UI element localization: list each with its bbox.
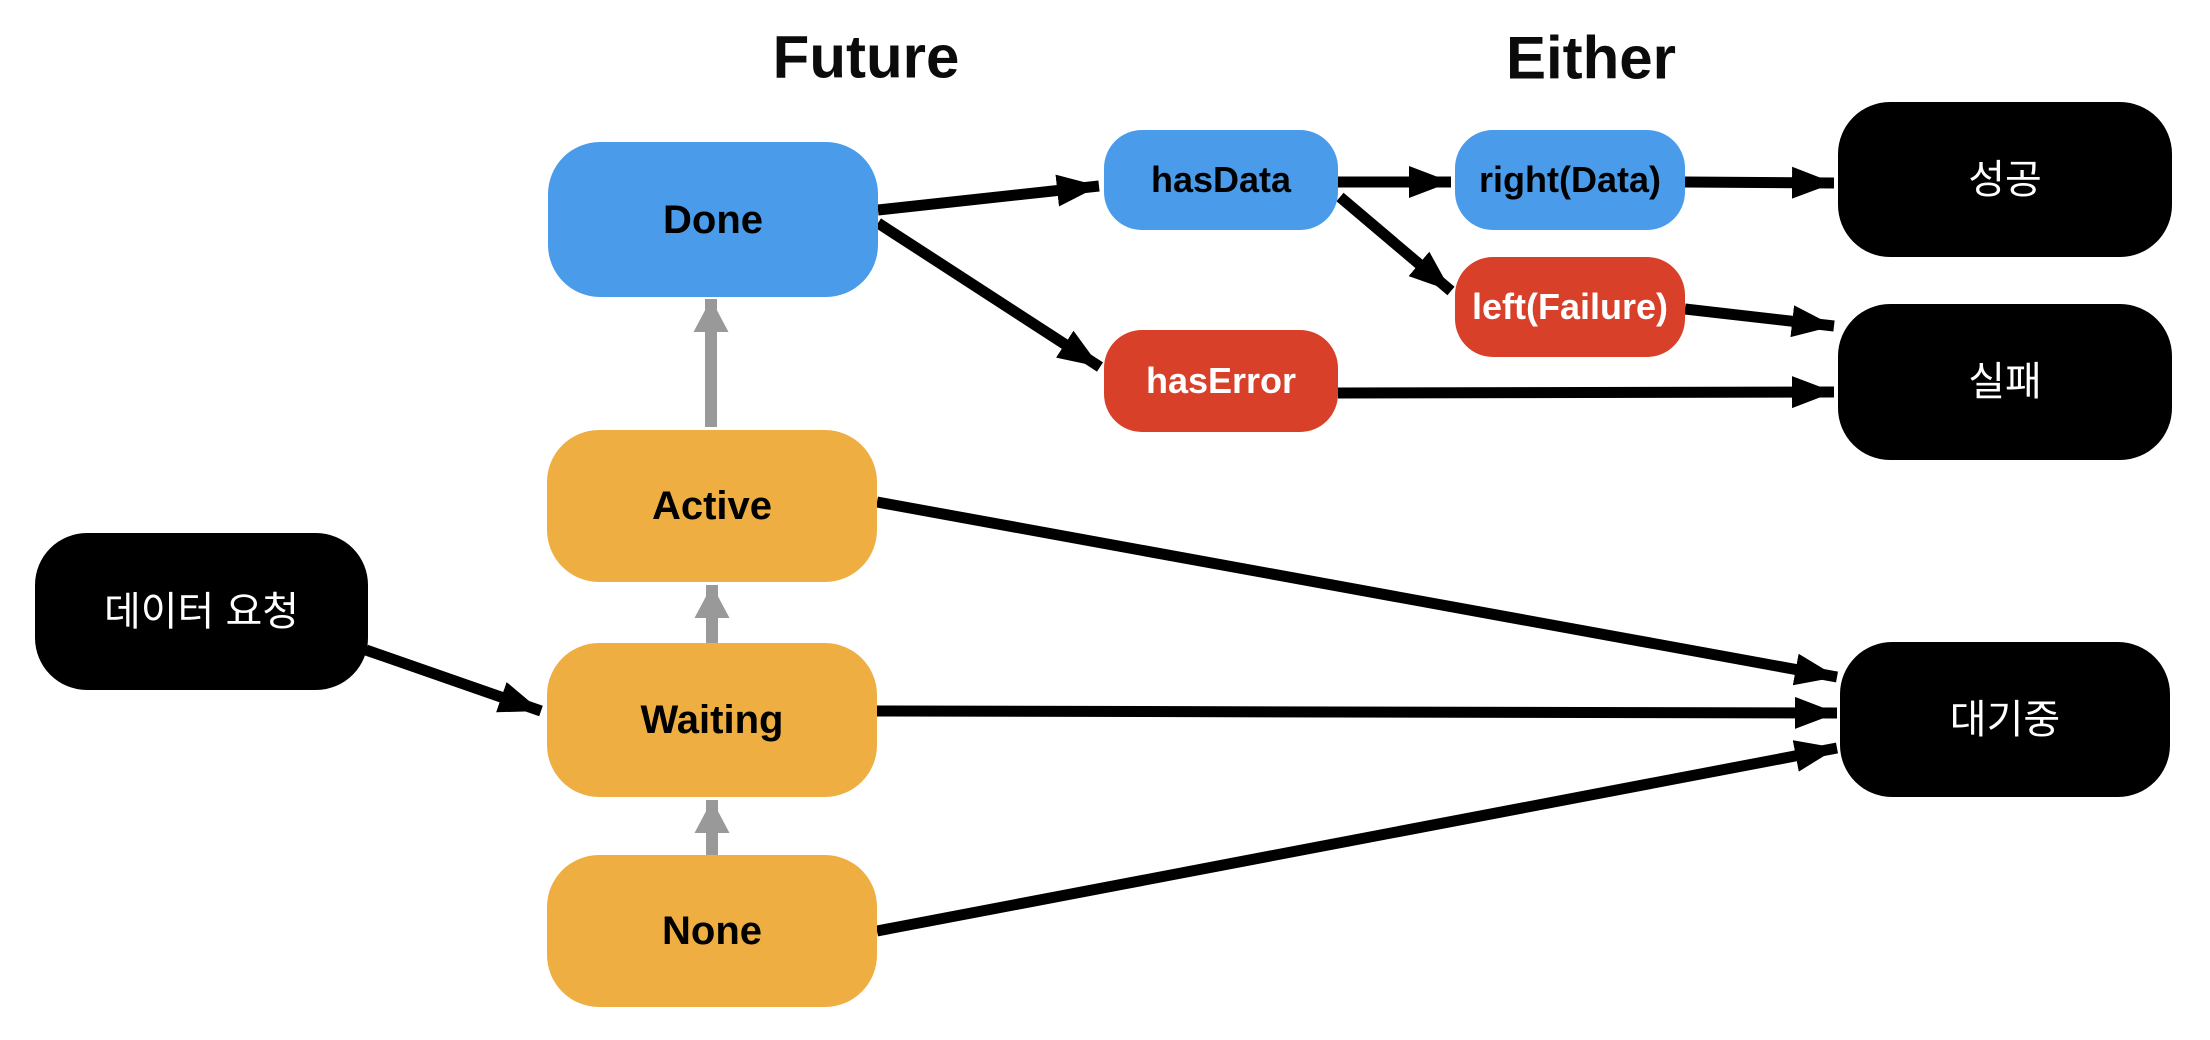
node-leftfailure: left(Failure) [1455, 257, 1685, 357]
node-active-label: Active [651, 484, 773, 528]
node-waiting-label: Waiting [640, 698, 784, 742]
node-data-request: 데이터 요청 [35, 533, 368, 690]
node-pending-label: 대기중 [1949, 697, 2061, 742]
arrow-haserror-to-failure [1337, 376, 1835, 409]
node-rightdata-label: right(Data) [1479, 159, 1661, 201]
arrow-none-to-pending [875, 740, 1839, 937]
arrow-hasdata-to-leftfailure [1336, 192, 1455, 296]
node-hasdata-label: hasData [1150, 159, 1292, 201]
node-leftfailure-label: left(Failure) [1471, 286, 1668, 328]
node-none-label: None [662, 909, 762, 953]
node-pending: 대기중 [1840, 642, 2170, 797]
node-failure-label: 실패 [1968, 360, 2042, 404]
arrow-leftfailure-to-failure [1684, 303, 1835, 338]
arrow-done-to-hasdata [877, 174, 1100, 216]
node-success-label: 성공 [1968, 157, 2042, 202]
section-title-either: Either [1505, 24, 1677, 92]
section-title-future: Future [772, 23, 960, 91]
node-done-label: Done [663, 197, 763, 242]
node-failure: 실패 [1838, 304, 2172, 460]
node-none: None [547, 855, 877, 1007]
arrow-waiting-to-pending [876, 696, 1838, 729]
node-waiting: Waiting [547, 643, 877, 797]
node-active: Active [547, 430, 877, 582]
node-haserror: hasError [1104, 330, 1338, 432]
node-data-request-label: 데이터 요청 [103, 589, 300, 634]
node-done: Done [548, 142, 878, 297]
node-hasdata: hasData [1104, 130, 1338, 230]
arrow-done-to-haserror [875, 218, 1103, 372]
node-haserror-label: hasError [1145, 360, 1297, 402]
arrow-rightdata-to-success [1684, 166, 1835, 199]
arrow-active-to-pending [876, 496, 1838, 686]
node-success: 성공 [1838, 102, 2172, 257]
arrow-data-request-to-waiting [364, 644, 543, 717]
node-rightdata: right(Data) [1455, 130, 1685, 230]
